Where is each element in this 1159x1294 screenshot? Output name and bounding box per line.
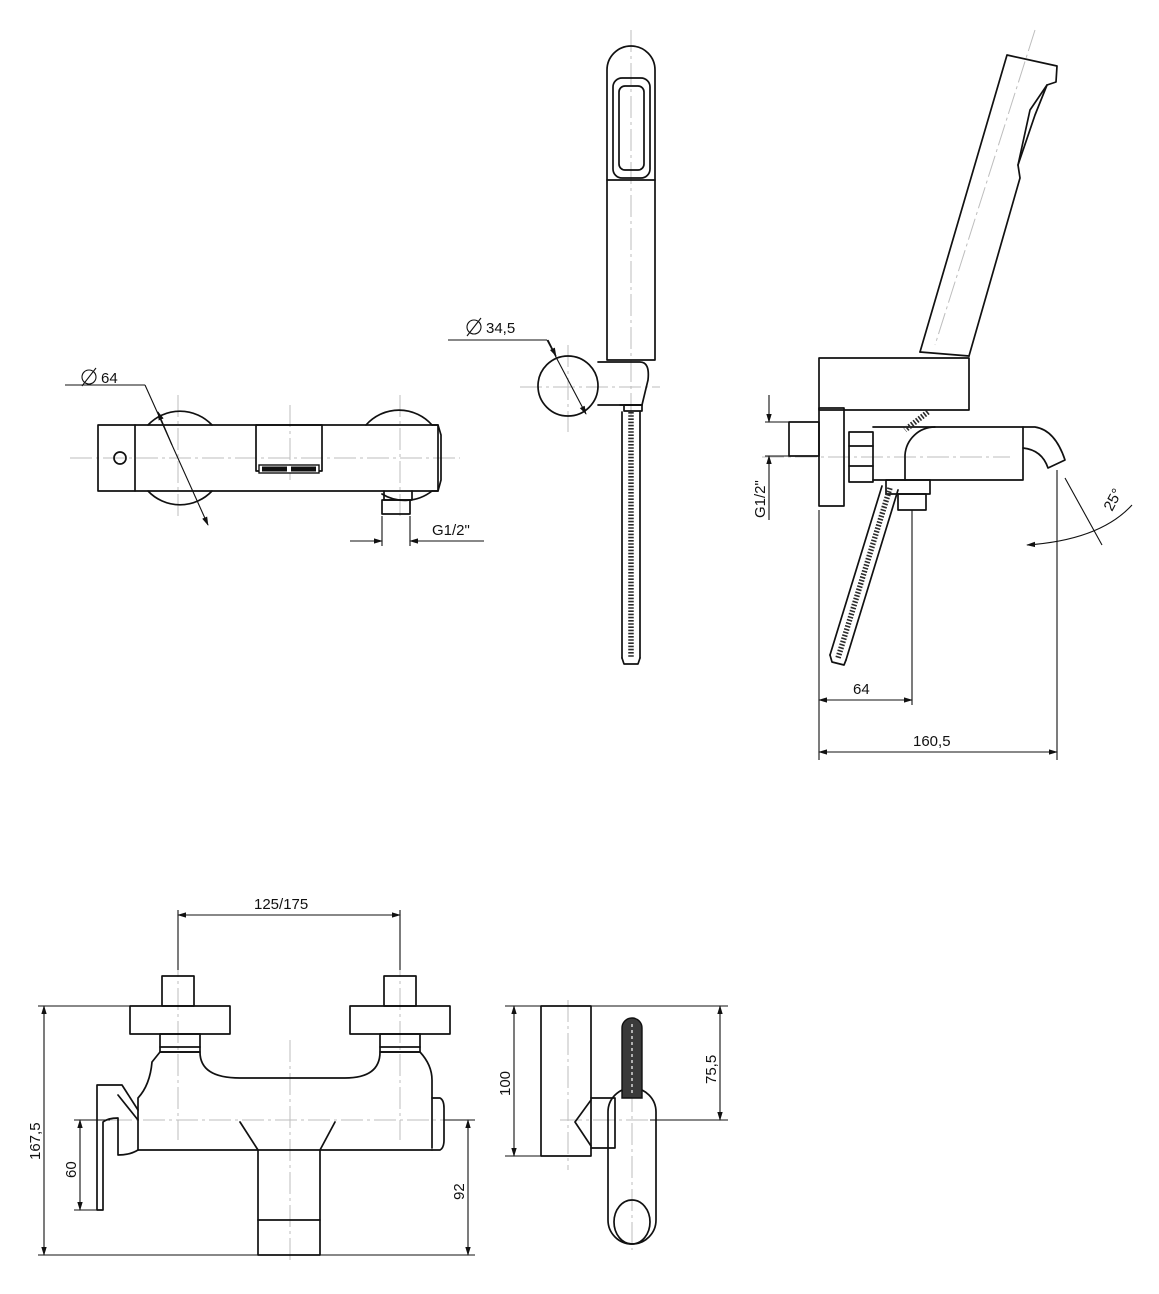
total-height-label: 167,5 <box>27 1122 44 1160</box>
inlet-thread-side-label: G1/2" <box>752 480 769 518</box>
hand-shower-view: 34,5 <box>448 30 660 665</box>
inlet-thread-top-label: G1/2" <box>432 522 470 539</box>
angle-label: 25° <box>1101 486 1127 514</box>
side-holder-height-label: 75,5 <box>703 1055 720 1084</box>
total-depth-label: 160,5 <box>913 733 951 750</box>
side-height-label: 100 <box>497 1071 514 1096</box>
spout-height-label: 92 <box>451 1183 468 1200</box>
mixer-diameter-label: 64 <box>101 370 118 387</box>
side-view-bottom: 100 75,5 <box>497 1000 728 1250</box>
side-view-top: G1/2" 25° 64 160,5 <box>752 29 1133 760</box>
top-view: 64 G1/2" <box>65 367 484 546</box>
center-distance-label: 125/175 <box>254 896 308 913</box>
front-view: 125/175 167,5 60 92 <box>27 896 475 1260</box>
holder-diameter-label: 34,5 <box>486 320 515 337</box>
handle-height-label: 60 <box>63 1161 80 1178</box>
wall-to-holder-label: 64 <box>853 681 870 698</box>
